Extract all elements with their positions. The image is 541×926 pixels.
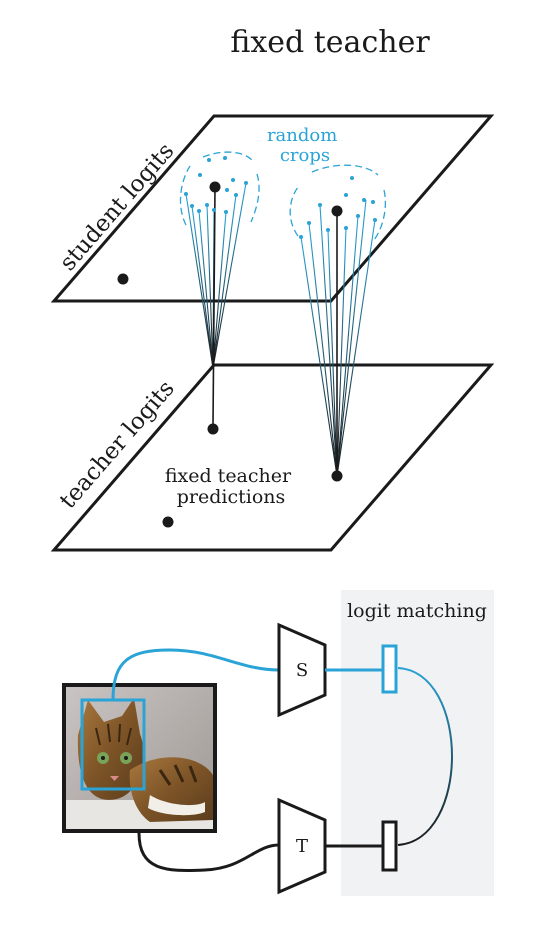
teacher-logit-bar <box>381 820 398 872</box>
random-crops-line-1: random <box>267 125 337 146</box>
teacher-logits-label: teacher logits <box>55 376 180 514</box>
fan-lines-right <box>300 199 376 477</box>
random-crops-label: random crops <box>267 125 343 166</box>
teacher-network-label: T <box>296 836 308 857</box>
crop-to-student-connection <box>111 648 280 701</box>
student-logits-label: student logits <box>55 138 180 276</box>
crop-region-right-outline <box>289 164 387 241</box>
random-crops-line-2: crops <box>280 145 330 166</box>
crop-points-left <box>184 156 248 214</box>
teacher-logits-plane <box>50 363 495 552</box>
student-network-trapezoid <box>277 622 327 718</box>
cat-photo-image <box>62 683 217 833</box>
teacher-prediction-point-left <box>207 423 219 435</box>
image-to-teacher-connection <box>137 832 280 873</box>
logit-matching-panel <box>341 590 494 896</box>
student-logit-point-left <box>209 181 221 193</box>
logit-matching-label: logit matching <box>347 600 487 622</box>
crop-region-left-outline <box>179 151 260 226</box>
crop-points-right <box>299 176 377 239</box>
student-logit-point-lone <box>117 273 129 285</box>
student-network-label: S <box>296 660 308 681</box>
fan-lines-left <box>185 182 247 426</box>
page-title: fixed teacher <box>230 25 430 60</box>
fixed-predictions-line-2: predictions <box>177 486 286 508</box>
teacher-network-trapezoid <box>277 797 327 895</box>
teacher-prediction-point-right <box>331 470 343 482</box>
student-logit-bar <box>381 644 398 694</box>
teacher-prediction-point-lone <box>162 516 174 528</box>
student-logit-point-right <box>331 205 343 217</box>
fixed-predictions-line-1: fixed teacher <box>165 465 292 487</box>
fixed-predictions-label: fixed teacher predictions <box>165 465 297 508</box>
logit-matching-arc <box>397 667 453 846</box>
